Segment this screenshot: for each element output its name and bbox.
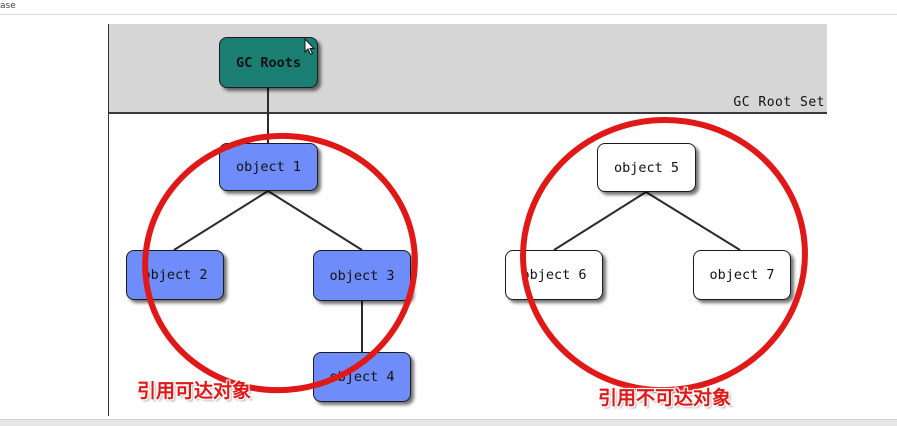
gc-root-set-label: GC Root Set: [733, 95, 825, 110]
node-object-5: object 5: [597, 143, 696, 192]
node-object-2: object 2: [126, 250, 224, 300]
node-object-7: object 7: [693, 250, 791, 300]
window-title: ase: [0, 1, 16, 11]
unreachable-objects-caption: 引用不可达对象: [598, 387, 732, 409]
edge-object5-to-object6: [553, 191, 647, 251]
window-title-bar: ase: [0, 0, 897, 15]
figure-left-border: [108, 24, 109, 416]
node-object-4: object 4: [313, 352, 411, 402]
edge-object1-to-object2: [173, 190, 269, 251]
node-gc-roots: GC Roots: [219, 37, 318, 88]
window-bottom-bar: [0, 419, 897, 426]
edge-object1-to-object3: [267, 190, 363, 251]
node-object-6: object 6: [505, 250, 603, 300]
mouse-cursor-icon: [304, 38, 316, 56]
node-object-1: object 1: [219, 143, 318, 191]
node-object-3: object 3: [313, 250, 411, 301]
edge-object5-to-object7: [645, 191, 741, 251]
reachable-objects-caption: 引用可达对象: [137, 380, 252, 402]
